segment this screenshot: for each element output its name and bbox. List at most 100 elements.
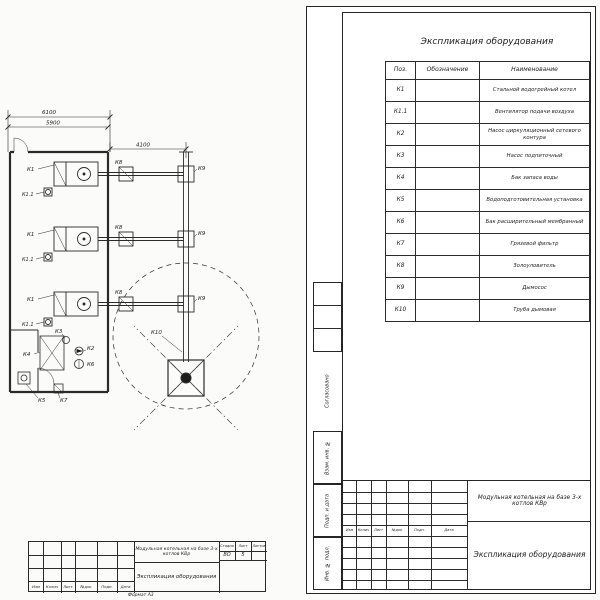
dimension-lines	[5, 110, 189, 158]
dim-width-total: 6100	[42, 110, 56, 116]
dim-flue-offset: 4100	[136, 143, 150, 149]
cell-pos: К7	[385, 233, 416, 256]
label-k4: К4	[23, 352, 31, 358]
tbr-col-podp: Подп.	[414, 527, 425, 532]
cell-designation	[415, 123, 480, 146]
stamp-podp-data: Подп. и дата	[313, 484, 342, 537]
label-k9-c: К9	[198, 296, 206, 302]
ltb-col-ndok: №док	[80, 583, 92, 589]
cell-designation	[415, 101, 480, 124]
cell-name: Вентилятор подачи воздуха	[479, 101, 590, 124]
label-k1-1-b: К1.1	[22, 257, 34, 263]
boiler-plant-plan: 6100 5900 4100	[5, 110, 260, 431]
label-k7: К7	[60, 398, 68, 404]
tbr-col-data: Дата	[444, 527, 454, 532]
ltb-col-izm: Изм	[32, 583, 40, 589]
label-k6: К6	[87, 362, 95, 368]
label-k1-b: К1	[27, 232, 34, 238]
boiler-2	[35, 226, 99, 262]
cell-name: Водоподготовительная установка	[479, 189, 590, 212]
cell-pos: К8	[385, 255, 416, 278]
right-title-block: Модульная котельная на базе 3-х котлов К…	[342, 480, 591, 590]
col-header-pos: Поз.	[385, 61, 416, 80]
cell-pos: К6	[385, 211, 416, 234]
label-k5: К5	[38, 398, 46, 404]
flue-runs	[98, 151, 198, 362]
ltb-col-list: Лист	[63, 583, 73, 589]
table-row: К6 Бак расширительный мембранный	[385, 211, 590, 234]
cell-designation	[415, 189, 480, 212]
ltb-sheets-label: Листов	[252, 543, 266, 548]
cell-name: Труба дымовая	[479, 299, 590, 322]
cell-pos: К5	[385, 189, 416, 212]
ltb-stage-value: ВО	[223, 551, 231, 558]
cell-name: Насос циркуляционный сетевого контура	[479, 123, 590, 146]
table-row: К4 Бак запаса воды	[385, 167, 590, 190]
label-k1-1-a: К1.1	[22, 192, 34, 198]
cell-name: Грязевой фильтр	[479, 233, 590, 256]
tbr-col-list: Лист	[373, 527, 384, 532]
label-k8-b: К8	[115, 225, 123, 231]
table-row: К7 Грязевой фильтр	[385, 233, 590, 256]
label-k9-b: К9	[198, 231, 206, 237]
stamp-vzam-inv: Взам. инв. №	[313, 431, 342, 484]
cell-designation	[415, 211, 480, 234]
equipment-spec-table: Поз. Обозначение Наименование К1 Стальной…	[385, 61, 590, 322]
right-sheet: Согласовано Взам. инв. № Подп. и дата Ин…	[306, 6, 596, 594]
tbr-col-izm: Изм	[345, 527, 354, 532]
boiler-1	[35, 161, 99, 197]
spec-title: Экспликация оборудования	[420, 37, 554, 47]
table-row: К5 Водоподготовительная установка	[385, 189, 590, 212]
cell-designation	[415, 255, 480, 278]
ltb-col-kolich: Колич	[45, 583, 59, 589]
label-k1-1-c: К1.1	[22, 322, 34, 328]
building-walls	[8, 150, 110, 394]
label-k3: К3	[55, 329, 63, 335]
format-note: Формат А3	[128, 593, 154, 598]
ltb-doc-title: Экспликация оборудования	[136, 573, 217, 580]
aux-equipment	[17, 333, 87, 399]
cell-name: Бак расширительный мембранный	[479, 211, 590, 234]
ltb-sheet-label: Лист	[238, 543, 248, 548]
ltb-col-data: Дата	[120, 583, 131, 589]
label-k2: К2	[87, 346, 95, 352]
tbr-col-ndok: №док	[391, 527, 403, 532]
cell-designation	[415, 145, 480, 168]
stamp-soglasovano: Согласовано	[324, 374, 331, 409]
boiler-3	[35, 291, 99, 327]
table-row: К8 Золоуловитель	[385, 255, 590, 278]
cell-designation	[415, 167, 480, 190]
cell-name: Стальной водогрейный котел	[479, 79, 590, 102]
dim-width-inner: 5900	[46, 121, 60, 127]
cell-designation	[415, 299, 480, 322]
cell-pos: К4	[385, 167, 416, 190]
table-header-row: Поз. Обозначение Наименование	[385, 61, 590, 80]
label-k1-a: К1	[27, 167, 34, 173]
ltb-sheet-value: 5	[241, 551, 245, 558]
cell-name: Бак запаса воды	[479, 167, 590, 190]
cell-designation	[415, 277, 480, 300]
cell-name: Дымосос	[479, 277, 590, 300]
ltb-col-podp: Подп.	[101, 583, 113, 589]
margin-cells	[313, 282, 342, 352]
cell-designation	[415, 233, 480, 256]
cell-name: Золоуловитель	[479, 255, 590, 278]
cell-pos: К1.1	[385, 101, 416, 124]
tbr-doc-title: Экспликация оборудования	[473, 549, 586, 559]
stamp-inv-podl: Инв. № подл.	[313, 537, 342, 590]
left-title-block: Изм Колич Лист №док Подп. Дата Модульная…	[28, 541, 267, 593]
label-k10: К10	[151, 330, 162, 336]
col-header-name: Наименование	[479, 61, 590, 80]
label-k8-c: К8	[115, 290, 123, 296]
cell-pos: К3	[385, 145, 416, 168]
tbr-project-title: Модульная котельная на базе 3-х котлов К…	[477, 494, 582, 507]
table-row: К1 Стальной водогрейный котел	[385, 79, 590, 102]
table-row: К9 Дымосос	[385, 277, 590, 300]
label-k1-c: К1	[27, 297, 34, 303]
cell-pos: К9	[385, 277, 416, 300]
cell-pos: К1	[385, 79, 416, 102]
ltb-project-title: Модульная котельная на базе 3-х котлов К…	[135, 546, 218, 557]
